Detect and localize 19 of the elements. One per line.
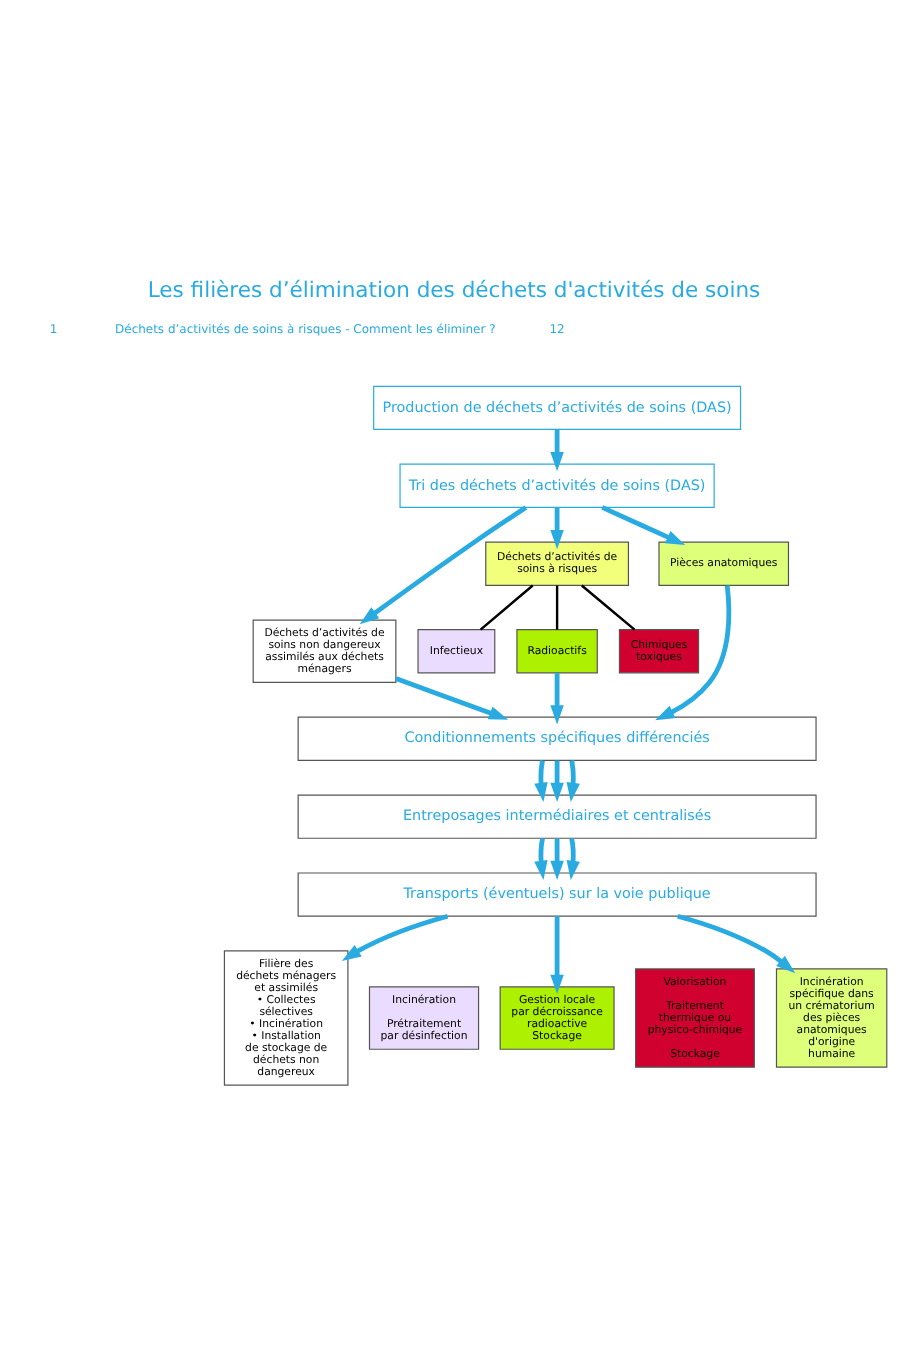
connector xyxy=(581,584,636,631)
arrow xyxy=(550,760,564,803)
arrow xyxy=(550,838,564,881)
arrow xyxy=(550,673,564,725)
arrow xyxy=(550,429,564,472)
arrow xyxy=(550,916,564,994)
arrow xyxy=(655,585,732,721)
arrow xyxy=(341,913,449,961)
arrow xyxy=(566,838,580,880)
arrow xyxy=(550,507,564,550)
arrow xyxy=(395,676,509,720)
arrow xyxy=(566,760,580,803)
connector xyxy=(479,584,534,631)
arrow xyxy=(534,760,548,803)
arrow xyxy=(534,838,548,880)
diagram-title: Les filières d’élimination des déchets d'activités de soins xyxy=(147,276,761,303)
connector xyxy=(555,585,559,630)
arrow xyxy=(359,505,528,625)
arrow xyxy=(677,913,796,974)
